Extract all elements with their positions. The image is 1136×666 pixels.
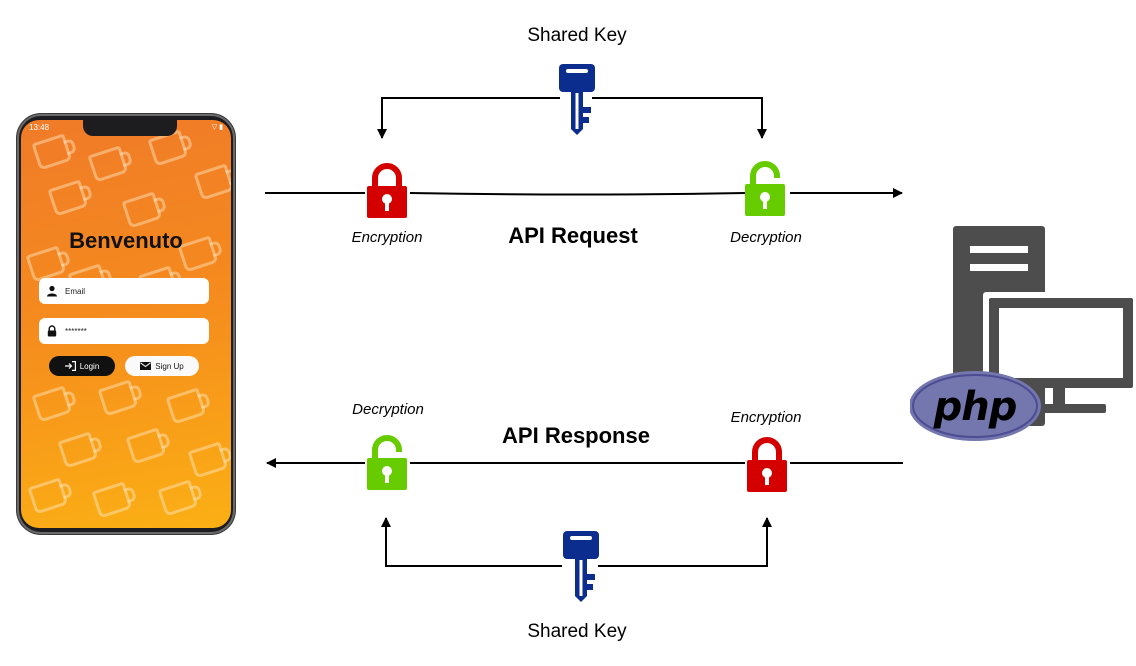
lock-closed-icon	[367, 166, 407, 218]
response-shared-key-label: Shared Key	[527, 621, 627, 642]
response-key-connector-right	[598, 517, 772, 567]
response-decryption-label: Decryption	[352, 401, 424, 418]
server-tower-icon	[909, 226, 1136, 441]
request-key-connector-right	[592, 97, 767, 139]
beer-mug-pattern-icon	[57, 431, 99, 469]
key-icon	[563, 531, 599, 602]
beer-mug-pattern-icon	[165, 387, 207, 425]
request-decryption-label: Decryption	[730, 229, 802, 246]
api-response-title: API Response	[502, 423, 650, 448]
password-field[interactable]	[39, 318, 209, 344]
email-input[interactable]	[63, 282, 207, 300]
beer-mug-pattern-icon	[31, 385, 73, 423]
person-icon	[47, 285, 57, 297]
beer-mug-pattern-icon	[157, 479, 199, 517]
status-time: 13:48	[29, 123, 50, 132]
mail-icon	[140, 362, 152, 370]
beer-mug-pattern-icon	[27, 477, 69, 515]
beer-mug-pattern-icon	[87, 145, 129, 183]
beer-mug-pattern-icon	[121, 191, 163, 229]
key-icon	[559, 64, 595, 135]
padlock-icon	[47, 325, 57, 337]
request-key-connector-left	[377, 97, 560, 139]
response-encryption-label: Encryption	[730, 409, 802, 426]
beer-mug-pattern-icon	[193, 163, 231, 201]
response-key-connector-left	[381, 517, 562, 567]
password-input[interactable]	[63, 322, 207, 340]
status-icons: ▽ ▮	[212, 123, 223, 131]
beer-mug-pattern-icon	[125, 427, 167, 465]
beer-mug-pattern-icon	[47, 179, 89, 217]
lock-open-icon	[745, 164, 785, 216]
phone-screen: 13:48 ▽ ▮ Benvenuto Login	[21, 120, 231, 528]
request-shared-key-label: Shared Key	[527, 25, 627, 46]
request-encryption-label: Encryption	[351, 229, 423, 246]
lock-closed-icon	[747, 440, 787, 492]
wifi-icon: ▽	[211, 124, 218, 131]
app-title: Benvenuto	[69, 228, 183, 253]
php-logo-text: php	[933, 384, 1018, 430]
signup-label: Sign Up	[155, 361, 184, 371]
smartphone: 13:48 ▽ ▮ Benvenuto Login	[17, 114, 235, 534]
api-request-title: API Request	[508, 223, 638, 248]
battery-icon: ▮	[219, 124, 223, 131]
beer-mug-pattern-icon	[187, 441, 229, 479]
signup-button[interactable]: Sign Up	[125, 356, 199, 376]
php-logo	[909, 371, 1041, 441]
email-field[interactable]	[39, 278, 209, 304]
lock-open-icon	[367, 438, 407, 490]
camera-notch	[83, 120, 177, 136]
request-arrow	[265, 193, 902, 195]
login-label: Login	[79, 361, 100, 371]
beer-mug-pattern-icon	[31, 133, 73, 171]
php-server: php	[909, 224, 1136, 444]
beer-mug-pattern-icon	[97, 379, 139, 417]
beer-mug-pattern-icon	[91, 481, 133, 519]
login-icon	[64, 361, 76, 371]
login-button[interactable]: Login	[49, 356, 115, 376]
